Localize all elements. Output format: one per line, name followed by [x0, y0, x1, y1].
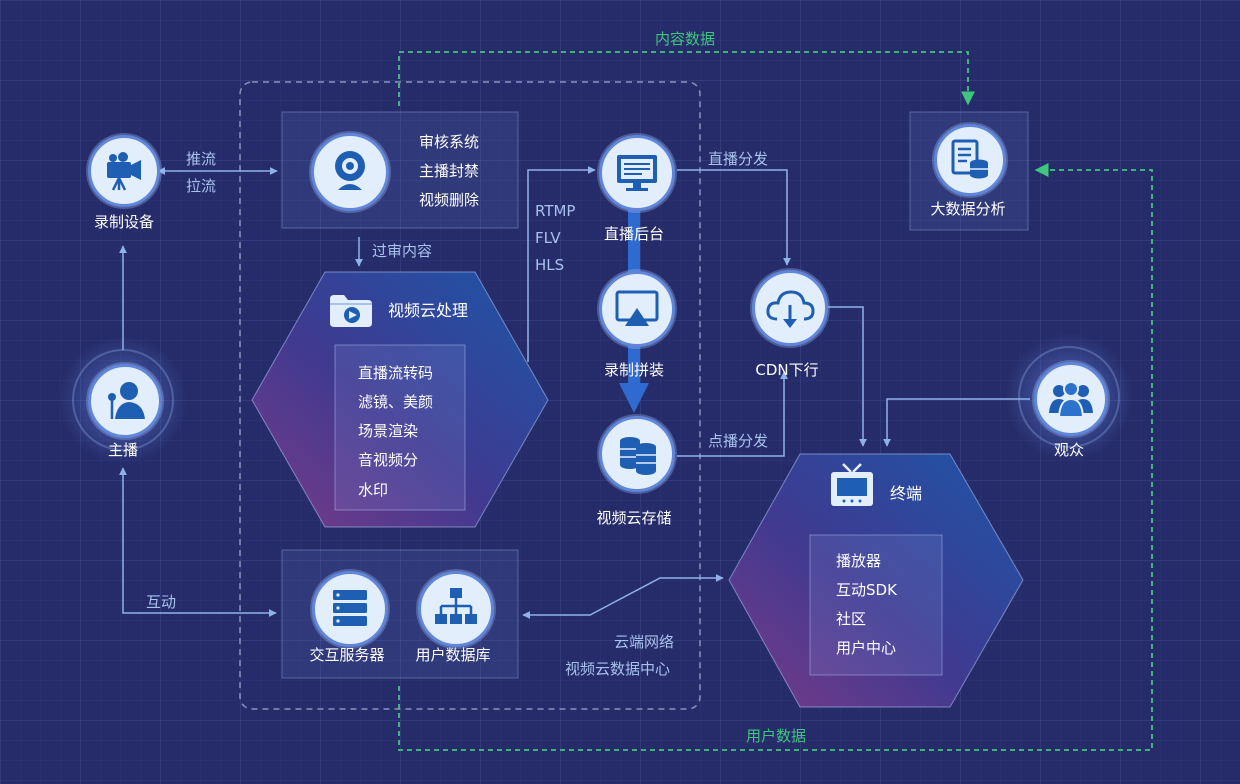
terminal-hexagon [728, 453, 1024, 708]
video-cloud-item: 滤镜、美颜 [358, 393, 434, 411]
audience-group-icon [1049, 381, 1093, 418]
monitor-icon [617, 155, 657, 191]
video-cloud-storage-node [599, 416, 675, 492]
terminal-item: 播放器 [836, 552, 882, 570]
cloud-network-arrow [522, 574, 724, 619]
pull-label: 拉流 [186, 177, 217, 195]
recording-device-node [88, 135, 160, 207]
cdn-label: CDN下行 [755, 361, 819, 379]
cloud-download-icon [766, 290, 815, 328]
approved-content-label: 过审内容 [372, 242, 433, 260]
video-cloud-item: 场景渲染 [358, 422, 419, 440]
video-cloud-inner-box [334, 344, 466, 511]
content-data-line [398, 51, 975, 106]
video-cloud-item: 直播流转码 [358, 364, 434, 382]
live-backend-label: 直播后台 [603, 225, 665, 243]
report-database-icon [951, 139, 988, 179]
anchor-label: 主播 [107, 441, 139, 459]
video-cloud-title: 视频云处理 [388, 301, 469, 320]
big-data-label: 大数据分析 [930, 200, 1006, 218]
microphone-person-icon [108, 382, 145, 419]
server-icon [333, 590, 367, 626]
org-chart-icon [435, 588, 477, 624]
terminal-item: 用户中心 [836, 639, 897, 657]
review-item: 审核系统 [419, 133, 480, 151]
anchor-node [88, 364, 162, 438]
recording-assembly-label: 录制拼装 [603, 361, 665, 379]
video-cloud-item: 音视频分 [358, 451, 419, 469]
webcam-icon [335, 151, 365, 190]
terminal-item: 互动SDK [836, 581, 897, 599]
terminal-item: 社区 [836, 610, 867, 628]
video-cloud-item: 水印 [358, 481, 389, 499]
user-database-node [418, 571, 494, 647]
interaction-server-label: 交互服务器 [309, 646, 385, 664]
interaction-label: 互动 [146, 593, 177, 611]
interaction-arrow [119, 467, 277, 617]
live-backend-node [599, 135, 675, 211]
live-distribution-label: 直播分发 [708, 150, 769, 168]
user-data-line [398, 163, 1153, 751]
stream-to-backend-arrow [527, 166, 596, 362]
audience-to-terminal-arrow [883, 398, 1030, 447]
content-data-label: 内容数据 [654, 30, 716, 48]
recording-device-label: 录制设备 [93, 213, 155, 231]
review-item: 视频删除 [419, 191, 480, 209]
terminal-inner-box [809, 534, 943, 676]
push-label: 推流 [186, 150, 217, 168]
audience-label: 观众 [1053, 441, 1085, 459]
recording-assembly-node [599, 271, 675, 347]
user-data-label: 用户数据 [745, 727, 807, 745]
database-icon [620, 437, 656, 475]
cloud-network-label: 云端网络 [614, 633, 675, 651]
flv-label: FLV [535, 229, 561, 247]
big-data-node [934, 124, 1006, 196]
vod-distribution-arrow [677, 371, 788, 457]
audience-node [1034, 362, 1108, 436]
video-cloud-dc-label: 视频云数据中心 [565, 660, 671, 678]
hls-label: HLS [535, 256, 565, 274]
video-camera-icon [107, 152, 141, 191]
review-node [311, 133, 389, 211]
video-cloud-hexagon [251, 271, 549, 528]
user-database-label: 用户数据库 [415, 646, 491, 664]
video-cloud-storage-label: 视频云存储 [596, 509, 672, 527]
review-item: 主播封禁 [419, 162, 480, 180]
folder-play-icon [330, 295, 372, 327]
rtmp-label: RTMP [535, 202, 576, 220]
cdn-node [752, 270, 828, 346]
interaction-server-node [312, 571, 388, 647]
live-distribution-arrow [677, 169, 791, 266]
tv-icon [831, 463, 873, 506]
screen-mirror-icon [615, 290, 659, 326]
cdn-to-terminal-arrow [824, 306, 867, 447]
vod-distribution-label: 点播分发 [708, 432, 769, 450]
terminal-title: 终端 [890, 484, 923, 503]
